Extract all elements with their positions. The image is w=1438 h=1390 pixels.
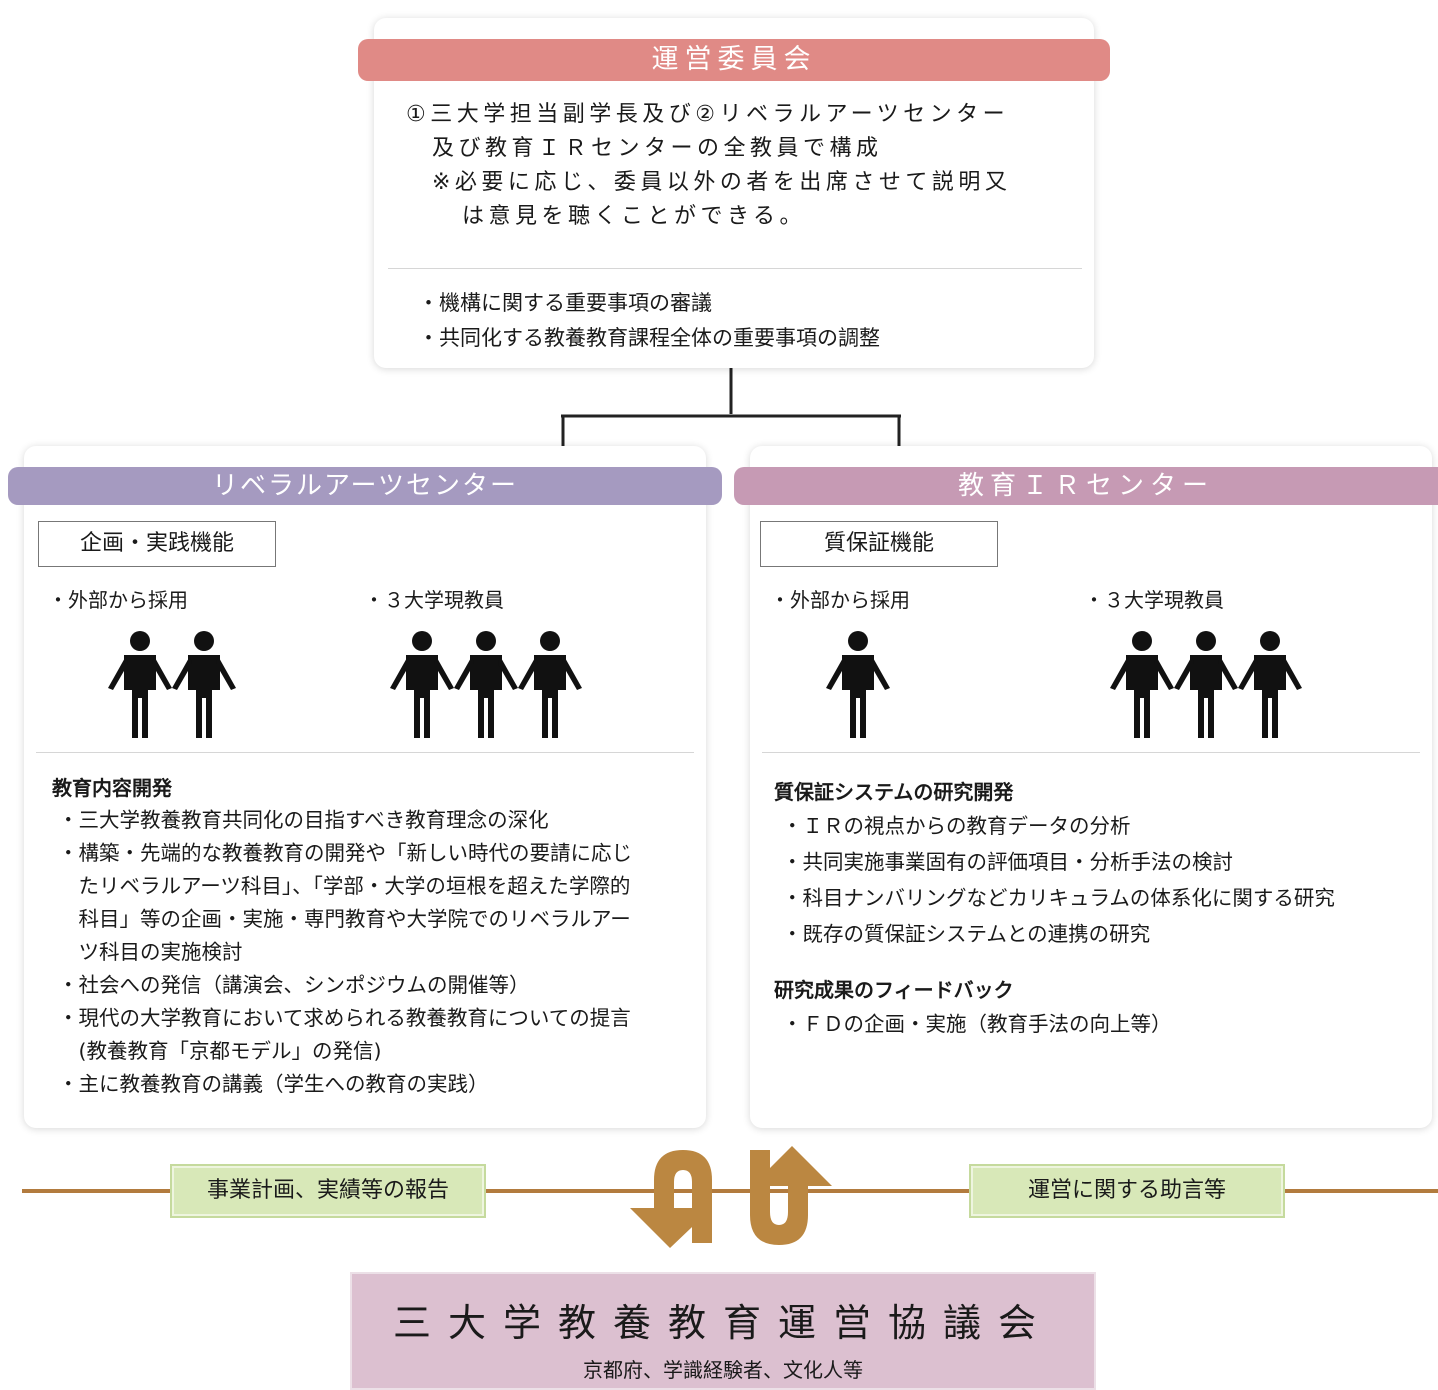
ir-center-title: 教育ＩＲセンター [734, 467, 1438, 505]
committee-desc-line: 及び教育ＩＲセンターの全教員で構成 [432, 136, 883, 161]
advice-label: 運営に関する助言等 [969, 1164, 1285, 1218]
committee-desc-line: ※必要に応じ、委員以外の者を出席させて説明又 [432, 170, 1012, 195]
list-item: ・主に教養教育の講義（学生への教育の実践） [58, 1072, 489, 1096]
list-item: たリベラルアーツ科目」、「学部・大学の垣根を超えた学際的 [58, 874, 631, 898]
committee-description: ①三大学担当副学長及び②リベラルアーツセンター 及び教育ＩＲセンターの全教員で構… [406, 98, 1011, 234]
education-content-heading: 教育内容開発 [52, 776, 172, 800]
list-item: ・三大学教養教育共同化の目指すべき教育理念の深化 [58, 808, 549, 832]
person-icon [386, 630, 458, 744]
org-connector-lines [561, 368, 901, 446]
committee-desc-line: は意見を聴くことができる。 [462, 204, 807, 229]
committee-desc-line: ①三大学担当副学長及び②リベラルアーツセンター [406, 102, 1010, 127]
ir-item-list: ・ＩＲの視点からの教育データの分析 ・共同実施事業固有の評価項目・分析手法の検討… [782, 808, 1335, 952]
committee-title: 運営委員会 [358, 39, 1110, 81]
person-icon [514, 630, 586, 744]
list-item: ・ＩＲの視点からの教育データの分析 [782, 814, 1131, 838]
staff-external-label: ・外部から採用 [48, 588, 188, 612]
liberal-divider [36, 752, 694, 753]
down-arrow-icon [630, 1150, 712, 1248]
up-arrow-icon [750, 1146, 832, 1245]
person-icon [450, 630, 522, 744]
quality-system-heading: 質保証システムの研究開発 [774, 780, 1014, 804]
list-item: ・ＦＤの企画・実施（教育手法の向上等） [782, 1012, 1172, 1036]
list-item: ・現代の大学教育において求められる教養教育についての提言 [58, 1006, 631, 1030]
person-icon [1234, 630, 1306, 744]
council-title: 三大学教養教育運営協議会 [392, 1301, 1053, 1345]
committee-card: 運営委員会 ①三大学担当副学長及び②リベラルアーツセンター 及び教育ＩＲセンター… [358, 18, 1110, 368]
council-box: 三大学教養教育運営協議会 京都府、学識経験者、文化人等 [350, 1272, 1096, 1390]
person-icon [1170, 630, 1242, 744]
liberal-arts-center-card: リベラルアーツセンター 企画・実践機能 ・外部から採用 ・３大学現教員 教育内容… [8, 446, 722, 1128]
report-label: 事業計画、実績等の報告 [170, 1164, 486, 1218]
council-members: 京都府、学識経験者、文化人等 [583, 1358, 863, 1382]
liberal-arts-center-title: リベラルアーツセンター [8, 467, 722, 505]
list-item: (教養教育「京都モデル」の発信) [58, 1039, 382, 1063]
ir-center-card: 教育ＩＲセンター 質保証機能 ・外部から採用 ・３大学現教員 質保証システムの研… [734, 446, 1438, 1128]
list-item: ツ科目の実施検討 [58, 940, 243, 964]
person-icon [1106, 630, 1178, 744]
committee-divider [388, 268, 1082, 269]
ir-divider [762, 752, 1420, 753]
list-item: ・既存の質保証システムとの連携の研究 [782, 922, 1151, 946]
list-item: 科目」等の企画・実施・専門教育や大学院でのリベラルアー [58, 907, 631, 931]
staff-faculty-label: ・３大学現教員 [1084, 588, 1224, 612]
feedback-heading: 研究成果のフィードバック [774, 978, 1014, 1002]
planning-function-label: 企画・実践機能 [38, 521, 276, 567]
list-item: ・共同実施事業固有の評価項目・分析手法の検討 [782, 850, 1233, 874]
committee-duties: ・機構に関する重要事項の審議 ・共同化する教養教育課程全体の重要事項の調整 [418, 286, 880, 356]
staff-faculty-label: ・３大学現教員 [364, 588, 504, 612]
list-item: ・構築・先端的な教養教育の開発や「新しい時代の要請に応じ [58, 841, 632, 865]
committee-duty-item: ・機構に関する重要事項の審議 [418, 291, 712, 315]
quality-assurance-function-label: 質保証機能 [760, 521, 998, 567]
list-item: ・社会への発信（講演会、シンポジウムの開催等） [58, 973, 530, 997]
person-icon [104, 630, 176, 744]
ir-feedback-list: ・ＦＤの企画・実施（教育手法の向上等） [782, 1006, 1172, 1042]
person-icon [168, 630, 240, 744]
staff-external-label: ・外部から採用 [770, 588, 910, 612]
list-item: ・科目ナンバリングなどカリキュラムの体系化に関する研究 [782, 886, 1335, 910]
liberal-item-list: ・三大学教養教育共同化の目指すべき教育理念の深化 ・構築・先端的な教養教育の開発… [58, 804, 632, 1101]
committee-duty-item: ・共同化する教養教育課程全体の重要事項の調整 [418, 326, 880, 350]
person-icon [822, 630, 894, 744]
